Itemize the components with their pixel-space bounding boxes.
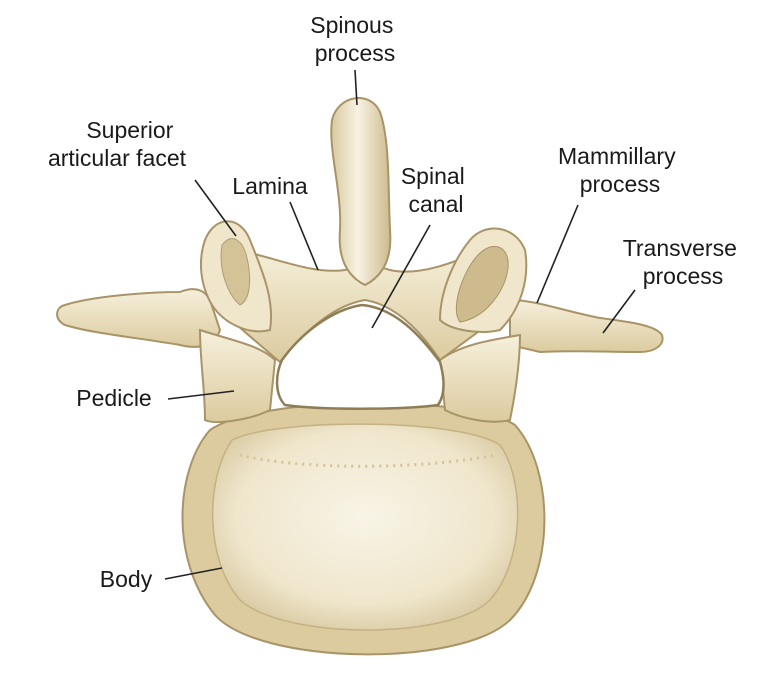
vertebral-body xyxy=(183,403,545,654)
label-body: Body xyxy=(100,566,153,592)
left-transverse-process xyxy=(57,289,220,347)
right-transverse-process xyxy=(510,300,663,352)
leader-mammillary-process xyxy=(537,205,578,303)
label-spinal-canal: Spinal canal xyxy=(401,163,471,217)
leader-lamina xyxy=(290,202,318,270)
label-superior-articular-facet: Superior articular facet xyxy=(48,117,187,171)
label-transverse-process: Transverse process xyxy=(623,235,744,289)
label-lamina: Lamina xyxy=(232,173,308,199)
spinous-process xyxy=(331,98,390,285)
label-pedicle: Pedicle xyxy=(76,385,151,411)
label-spinous-process: Spinous process xyxy=(310,12,400,66)
label-mammillary-process: Mammillary process xyxy=(558,143,682,197)
